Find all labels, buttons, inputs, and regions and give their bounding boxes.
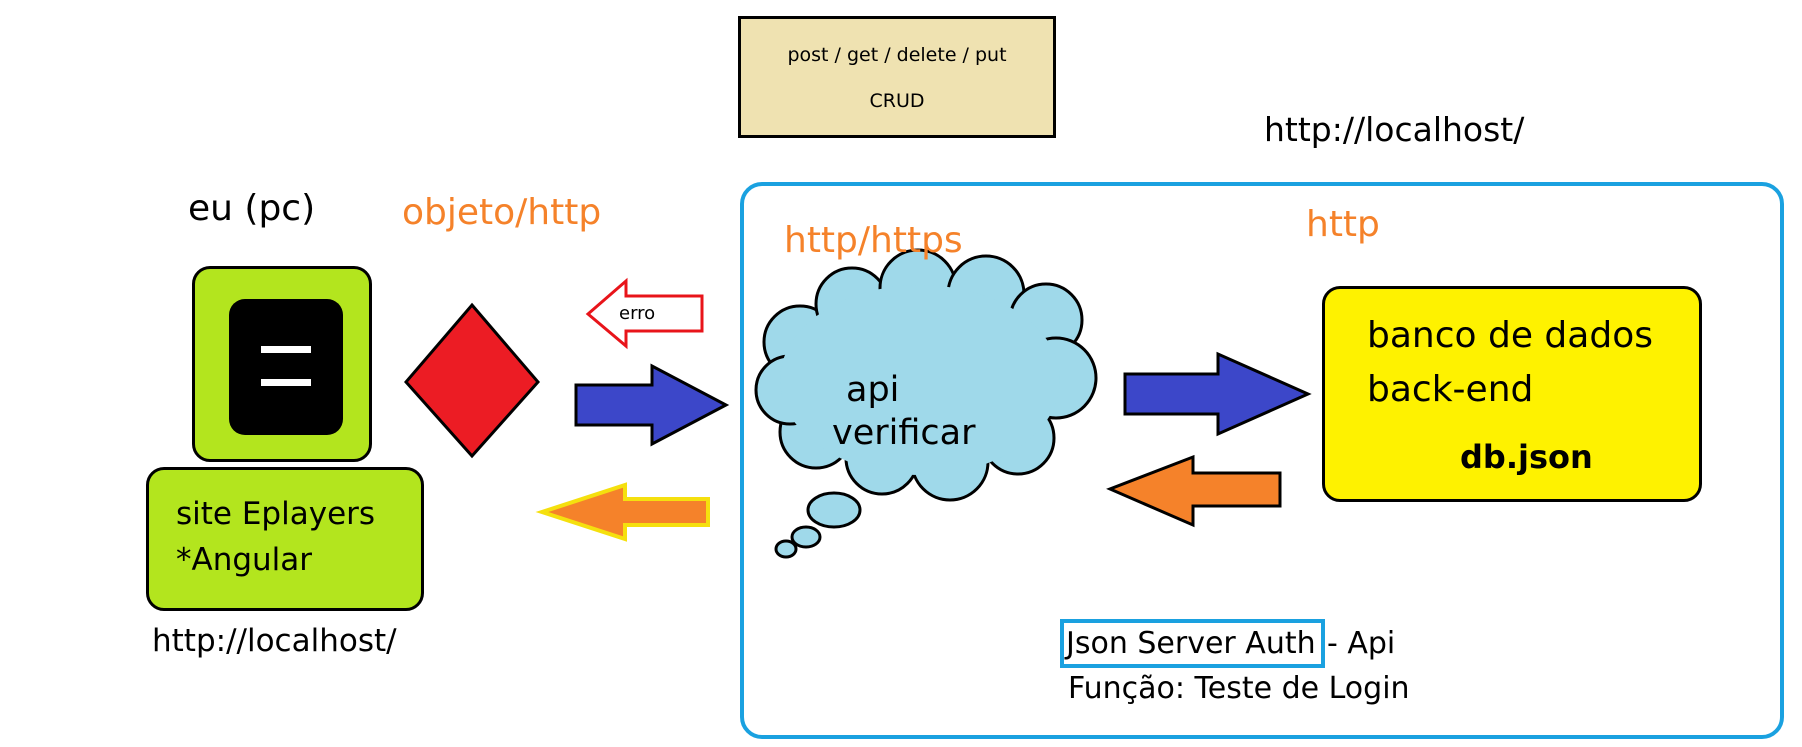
client-title: eu (pc)	[188, 188, 316, 229]
api-to-db-arrow	[1123, 351, 1312, 437]
server-frame	[740, 182, 1784, 739]
crud-label-text: CRUD	[869, 90, 925, 112]
red-diamond	[404, 302, 540, 459]
server-url: http://localhost/	[1264, 110, 1525, 149]
api-cloud-icon	[754, 248, 1098, 559]
crud-note-box: post / get / delete / put CRUD	[738, 16, 1056, 138]
auth-highlight-box	[1060, 619, 1325, 668]
error-label: erro	[619, 303, 656, 324]
api-protocol: http/https	[784, 220, 963, 261]
request-label: objeto/http	[402, 192, 602, 233]
auth-suffix: - Api	[1327, 626, 1396, 661]
response-arrow	[535, 482, 710, 542]
database-box: banco de dados back-end db.json	[1322, 286, 1702, 502]
pc-monitor	[192, 266, 372, 462]
site-framework: *Angular	[176, 542, 313, 578]
db-protocol: http	[1306, 204, 1380, 245]
api-line1: api	[846, 370, 900, 410]
request-arrow	[574, 363, 730, 447]
db-line1: banco de dados	[1367, 315, 1653, 356]
crud-methods-text: post / get / delete / put	[787, 44, 1007, 66]
pc-screen-icon	[229, 299, 343, 435]
db-line2: back-end	[1367, 369, 1534, 410]
db-to-api-arrow	[1106, 454, 1282, 528]
screen-line-top	[261, 346, 311, 353]
function-text: Função: Teste de Login	[1068, 671, 1410, 706]
error-arrow	[585, 277, 704, 350]
site-box: site Eplayers *Angular	[146, 467, 424, 611]
site-name: site Eplayers	[176, 496, 376, 532]
screen-line-bottom	[261, 379, 311, 386]
api-line2: verificar	[832, 413, 976, 453]
client-url: http://localhost/	[152, 623, 397, 659]
db-file: db.json	[1460, 438, 1593, 476]
auth-name: Json Server Auth	[1066, 626, 1316, 661]
